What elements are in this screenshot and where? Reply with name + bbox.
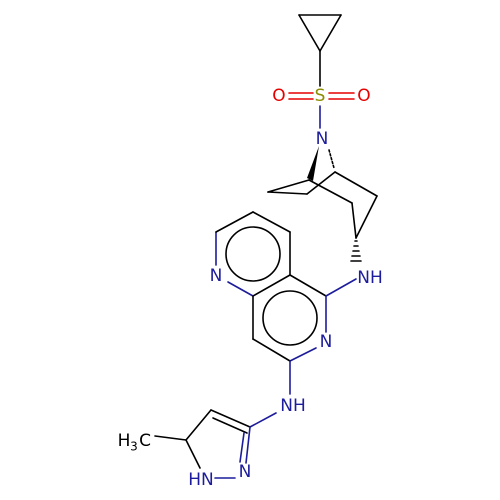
bond-r1-f xyxy=(215,211,254,233)
atom-n-pyrazole: N xyxy=(239,462,252,482)
bond-r1-d xyxy=(227,281,254,297)
atom-nh-pyrazole: HN xyxy=(188,470,214,490)
bond-c6-c5 xyxy=(306,171,336,195)
atom-labels: O S O N NH N N NH N HN H 3 C xyxy=(118,86,383,490)
wedge-n-c1 xyxy=(307,146,319,181)
bond-c1-c2 xyxy=(308,179,353,204)
bond-r1-a xyxy=(252,211,291,233)
bond-c7-c6 xyxy=(267,191,308,195)
atom-n-pyridine-left: N xyxy=(210,266,223,286)
aromatic-ring-right xyxy=(262,290,318,346)
bond-c2-c3 xyxy=(351,202,357,239)
bond-pz-e2 xyxy=(239,432,245,463)
azabicyclo-group xyxy=(267,146,378,262)
atom-nh-amine: NH xyxy=(357,268,383,288)
bond-r2-d xyxy=(252,338,291,362)
bond-pz-b xyxy=(185,409,212,441)
atom-n-pyridine-mid: N xyxy=(320,332,333,352)
bond-c5-c4 xyxy=(334,171,378,197)
pyrazole-group xyxy=(154,409,277,479)
aromatic-ring-left xyxy=(225,226,281,282)
atom-n-bridge: N xyxy=(316,129,329,149)
bond-c4-c3 xyxy=(355,195,378,239)
cyclopropyl-group xyxy=(298,14,342,52)
atom-o-left: O xyxy=(272,86,285,106)
bond-pz-e xyxy=(245,426,251,464)
bond-pz-a2 xyxy=(212,417,248,434)
bond-c1-c7 xyxy=(267,179,310,193)
sulfonyl-group xyxy=(288,50,355,129)
hash-c3-nh xyxy=(350,240,362,262)
bond-ring-nh xyxy=(325,278,357,297)
bond-nh-pz xyxy=(249,412,277,428)
bond-r2-c xyxy=(289,347,317,362)
bond-n-c5-hash xyxy=(328,149,335,169)
atom-o-right: O xyxy=(357,86,370,106)
bond-r2-a xyxy=(289,274,327,297)
methyl-label: H 3 C xyxy=(118,431,151,454)
bond-pz-a xyxy=(210,409,251,428)
bond-pz-me xyxy=(154,435,187,441)
methyl-sub: 3 xyxy=(130,440,138,454)
bond-cp2 xyxy=(298,14,321,52)
atom-nh-linker: NH xyxy=(280,396,306,416)
methyl-c: C xyxy=(139,431,151,451)
methyl-h: H xyxy=(118,431,131,451)
bond-cp3 xyxy=(319,14,342,52)
atom-s: S xyxy=(315,86,326,106)
bond-pz-c xyxy=(185,439,201,469)
bond-r1-c xyxy=(252,274,291,297)
naphthyridine-group xyxy=(215,211,357,395)
